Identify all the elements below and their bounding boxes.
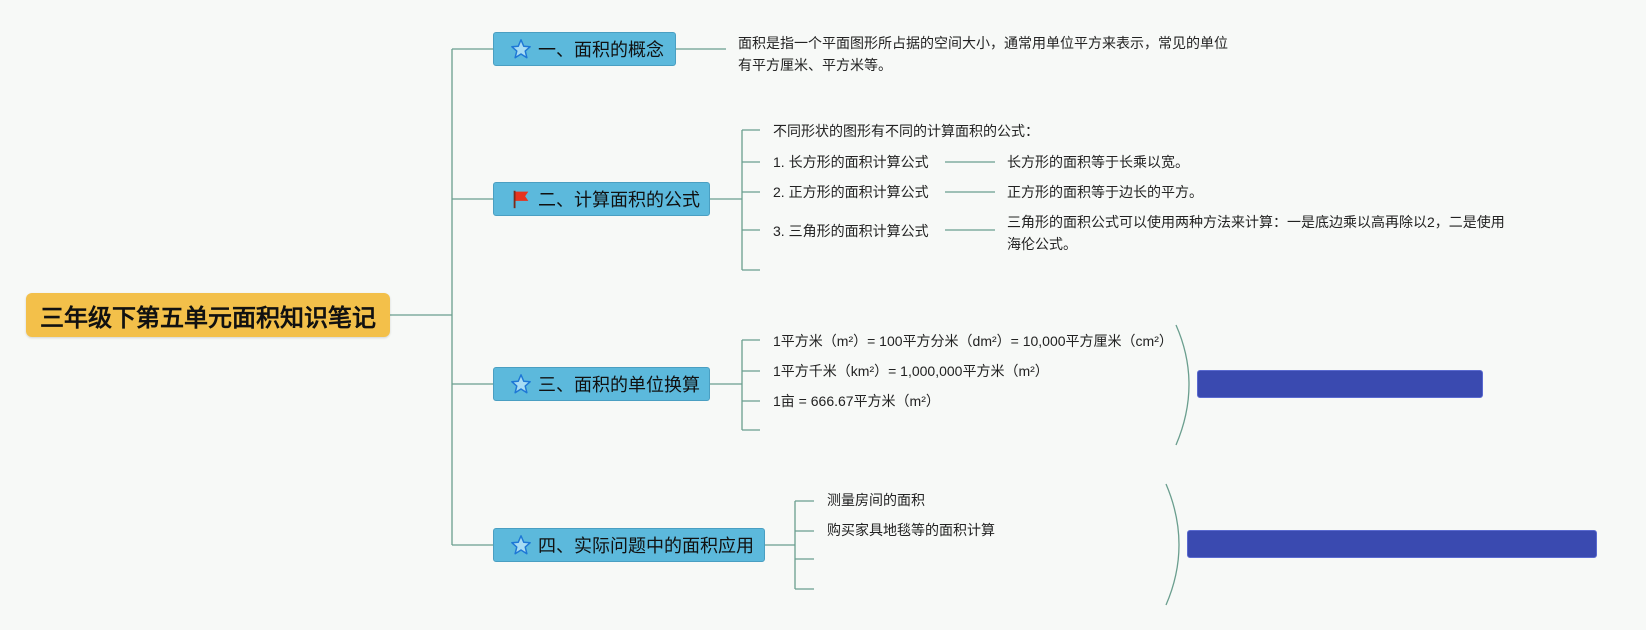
unit-conversion-3: 1亩 = 666.67平方米（m²） bbox=[773, 393, 940, 409]
topic-label: 一、面积的概念 bbox=[538, 40, 664, 60]
unit-conversion-1: 1平方米（m²）= 100平方分米（dm²）= 10,000平方厘米（cm²） bbox=[773, 333, 1173, 349]
formula-rect-detail: 长方形的面积等于长乘以宽。 bbox=[1007, 154, 1189, 170]
unit-conversion-2: 1平方千米（km²）= 1,000,000平方米（m²） bbox=[773, 363, 1049, 379]
formula-square-label: 2. 正方形的面积计算公式 bbox=[773, 184, 929, 200]
concept-text: 面积是指一个平面图形所占据的空间大小，通常用单位平方来表示，常见的单位有平方厘米… bbox=[738, 35, 1228, 73]
root-title: 三年级下第五单元面积知识笔记 bbox=[40, 304, 376, 332]
topic-label: 三、面积的单位换算 bbox=[538, 375, 700, 395]
formula-rect-label: 1. 长方形的面积计算公式 bbox=[773, 154, 929, 170]
red-flag-icon bbox=[510, 188, 532, 210]
summary-units[interactable] bbox=[1197, 370, 1483, 398]
formula-triangle-detail: 三角形的面积公式可以使用两种方法来计算：一是底边乘以高再除以2，二是使用海伦公式… bbox=[1007, 214, 1505, 252]
application-item-1: 测量房间的面积 bbox=[827, 492, 925, 508]
topic-label: 二、计算面积的公式 bbox=[538, 190, 700, 210]
star-icon bbox=[510, 38, 532, 60]
topic-formulas[interactable]: 二、计算面积的公式 bbox=[493, 182, 710, 216]
topic-applications[interactable]: 四、实际问题中的面积应用 bbox=[493, 528, 765, 562]
topic-label: 四、实际问题中的面积应用 bbox=[538, 536, 754, 556]
topic-concept[interactable]: 一、面积的概念 bbox=[493, 32, 676, 66]
formula-square-detail: 正方形的面积等于边长的平方。 bbox=[1007, 184, 1203, 200]
formulas-intro: 不同形状的图形有不同的计算面积的公式： bbox=[773, 123, 1039, 139]
star-icon bbox=[510, 373, 532, 395]
star-icon bbox=[510, 534, 532, 556]
topic-units[interactable]: 三、面积的单位换算 bbox=[493, 367, 710, 401]
application-item-2: 购买家具地毯等的面积计算 bbox=[827, 522, 995, 538]
summary-applications[interactable] bbox=[1187, 530, 1597, 558]
root-node[interactable]: 三年级下第五单元面积知识笔记 bbox=[26, 293, 390, 337]
formula-triangle-label: 3. 三角形的面积计算公式 bbox=[773, 223, 929, 239]
